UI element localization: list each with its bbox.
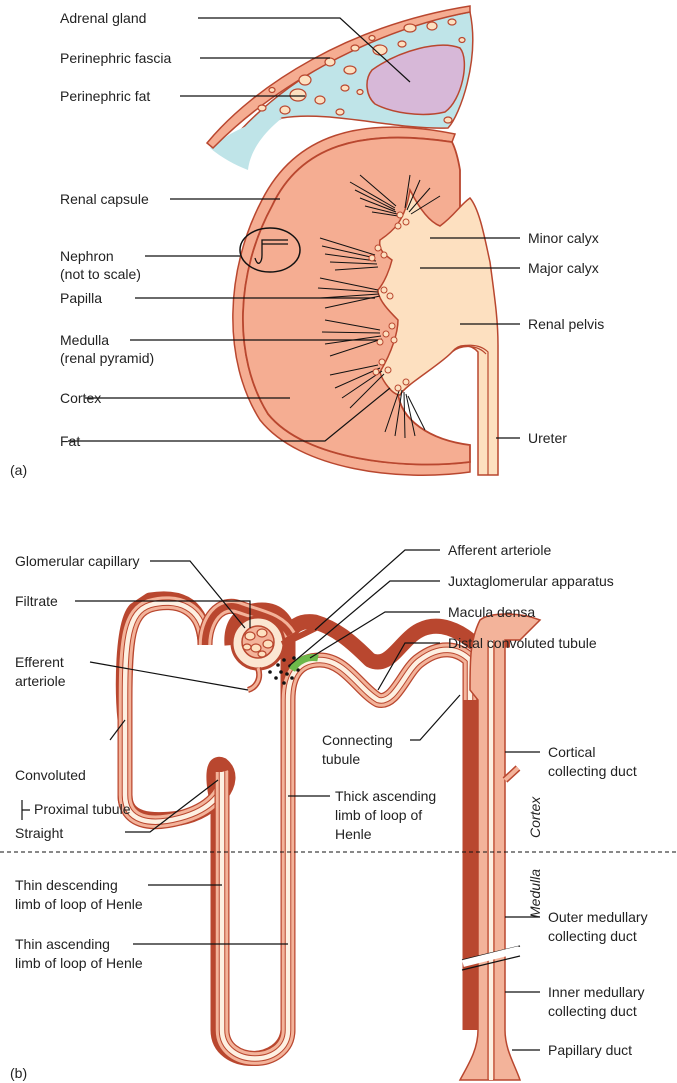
label-thick-ascending-2: limb of loop of — [335, 807, 422, 823]
label-macula-densa: Macula densa — [448, 604, 535, 620]
label-thick-ascending-3: Henle — [335, 826, 372, 842]
label-thin-ascending-2: limb of loop of Henle — [15, 955, 143, 971]
label-renal-pelvis: Renal pelvis — [528, 316, 604, 332]
label-zone-medulla: Medulla — [527, 869, 543, 918]
panel-a-label: (a) — [10, 462, 27, 478]
label-outer-medullary: Outer medullary — [548, 909, 648, 925]
label-thick-ascending: Thick ascending — [335, 788, 436, 804]
label-filtrate: Filtrate — [15, 593, 58, 609]
label-thin-descending: Thin descending — [15, 877, 118, 893]
label-straight: Straight — [15, 825, 63, 841]
label-efferent: Efferent — [15, 654, 64, 670]
label-perinephric-fat: Perinephric fat — [60, 88, 150, 104]
label-major-calyx: Major calyx — [528, 260, 599, 276]
label-afferent-arteriole: Afferent arteriole — [448, 542, 551, 558]
label-distal-tubule: Distal convoluted tubule — [448, 635, 597, 651]
nephron-figure — [123, 599, 510, 1059]
label-perinephric-fascia: Perinephric fascia — [60, 50, 171, 66]
label-papillary-duct: Papillary duct — [548, 1042, 632, 1058]
label-connecting: Connecting — [322, 732, 393, 748]
label-outer-medullary-2: collecting duct — [548, 928, 637, 944]
nephron-tubule — [123, 599, 510, 1059]
label-proximal-tubule: Proximal tubule — [34, 801, 131, 817]
label-ureter: Ureter — [528, 430, 567, 446]
label-fat: Fat — [60, 433, 80, 449]
label-papilla: Papilla — [60, 290, 102, 306]
label-thin-descending-2: limb of loop of Henle — [15, 896, 143, 912]
label-renal-capsule: Renal capsule — [60, 191, 149, 207]
label-inner-medullary: Inner medullary — [548, 984, 645, 1000]
label-cortical-collecting-duct: collecting duct — [548, 763, 637, 779]
label-adrenal-gland: Adrenal gland — [60, 10, 146, 26]
label-cortical: Cortical — [548, 744, 595, 760]
label-cortex: Cortex — [60, 390, 101, 406]
label-inner-medullary-2: collecting duct — [548, 1003, 637, 1019]
label-efferent-arteriole: arteriole — [15, 673, 66, 689]
label-renal-pyramid: (renal pyramid) — [60, 350, 154, 366]
nephron-detailed — [125, 603, 540, 1080]
label-juxtaglomerular: Juxtaglomerular apparatus — [448, 573, 614, 589]
label-glomerular-capillary: Glomerular capillary — [15, 553, 139, 569]
label-nephron: Nephron — [60, 248, 114, 264]
label-minor-calyx: Minor calyx — [528, 230, 599, 246]
label-thin-ascending: Thin ascending — [15, 936, 110, 952]
label-connecting-tubule: tubule — [322, 751, 360, 767]
kidney-figure — [207, 6, 498, 475]
label-medulla: Medulla — [60, 332, 109, 348]
label-zone-cortex: Cortex — [527, 796, 543, 838]
label-nephron-note: (not to scale) — [60, 266, 141, 282]
label-convoluted: Convoluted — [15, 767, 86, 783]
panel-b-label: (b) — [10, 1065, 27, 1081]
